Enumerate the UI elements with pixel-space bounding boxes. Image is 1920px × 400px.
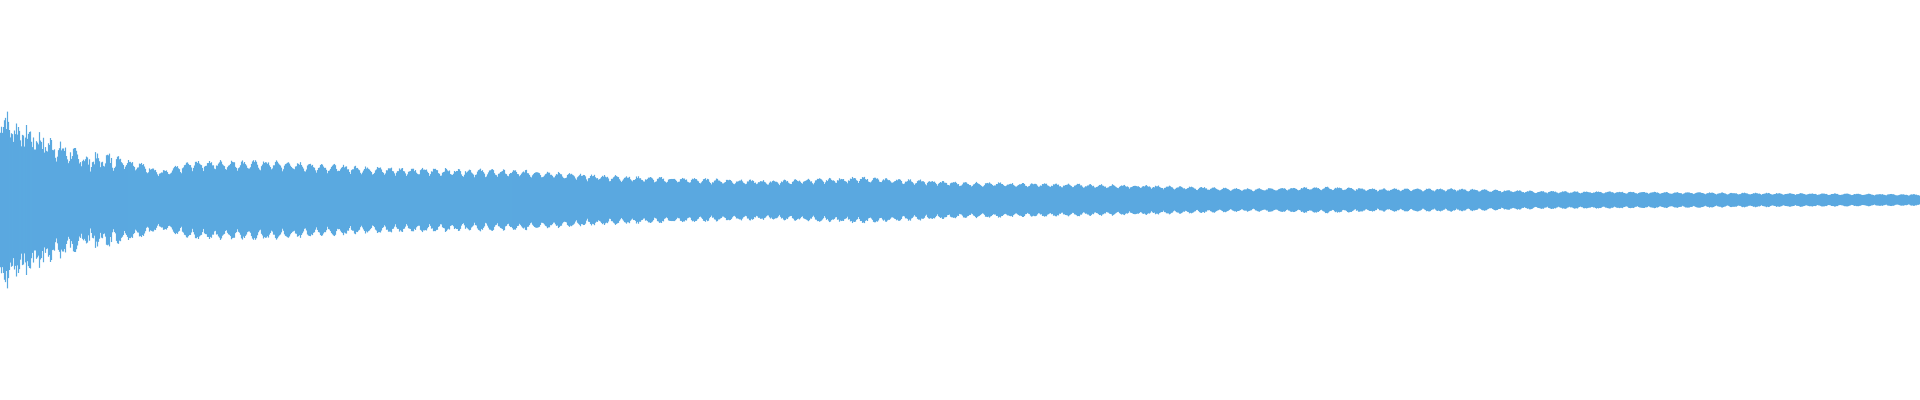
waveform-bars xyxy=(0,111,1920,289)
